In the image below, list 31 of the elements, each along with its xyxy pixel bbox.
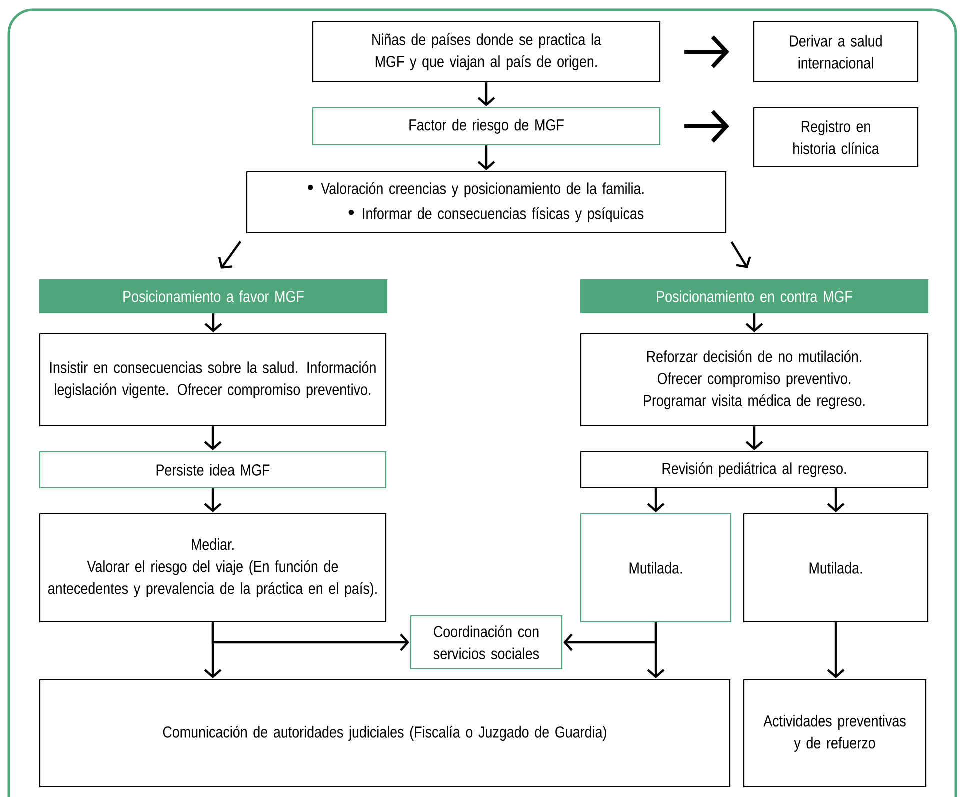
highlight-box: Coordinación con servicios sociales xyxy=(410,615,563,670)
highlight-box: Mutilada. xyxy=(580,513,732,623)
arrow xyxy=(204,426,222,450)
header-box: Posicionamiento en contra MGF xyxy=(580,279,929,314)
arrow xyxy=(647,488,665,512)
arrow xyxy=(746,426,764,450)
arrow xyxy=(478,82,496,106)
arrow xyxy=(204,488,222,512)
process-box: Registro en historia clínica xyxy=(753,107,919,168)
highlight-box: Factor de riesgo de MGF xyxy=(312,107,661,146)
arrow xyxy=(204,622,222,678)
arrow xyxy=(746,314,764,332)
arrow xyxy=(478,146,496,170)
process-box: Reforzar decisión de no mutilación. Ofrecer compromiso preventivo. Programar visita médica de regreso. xyxy=(580,333,929,427)
header-box: Posicionamiento a favor MGF xyxy=(39,279,388,314)
highlight-box: Persiste idea MGF xyxy=(39,451,387,489)
process-box: Actividades preventivas y de refuerzo xyxy=(743,679,927,788)
arrow xyxy=(647,622,665,678)
arrow xyxy=(204,314,222,332)
arrow xyxy=(218,241,242,269)
arrow xyxy=(730,242,752,268)
process-box: Mediar. Valorar el riesgo del viaje (En función de antecedentes y prevalencia de la práctica en el país). xyxy=(39,513,387,623)
process-box: Niñas de países donde se practica la MGF y que viajan al país de origen. xyxy=(312,21,661,83)
process-box: Valoración creencias y posicionamiento de la familia. Informar de consecuencias físicas y psíquicas xyxy=(246,171,727,234)
process-box: Mutilada. xyxy=(743,513,929,623)
process-box: Insistir en consecuencias sobre la salud. Información legislación vigente. Ofrecer compromiso preventivo. xyxy=(39,333,387,427)
process-box: Revisión pediátrica al regreso. xyxy=(580,451,929,489)
arrow xyxy=(827,622,845,678)
process-box: Comunicación de autoridades judiciales (Fiscalía o Juzgado de Guardia) xyxy=(39,679,731,788)
arrow xyxy=(827,488,845,512)
process-box: Derivar a salud internacional xyxy=(753,21,919,83)
